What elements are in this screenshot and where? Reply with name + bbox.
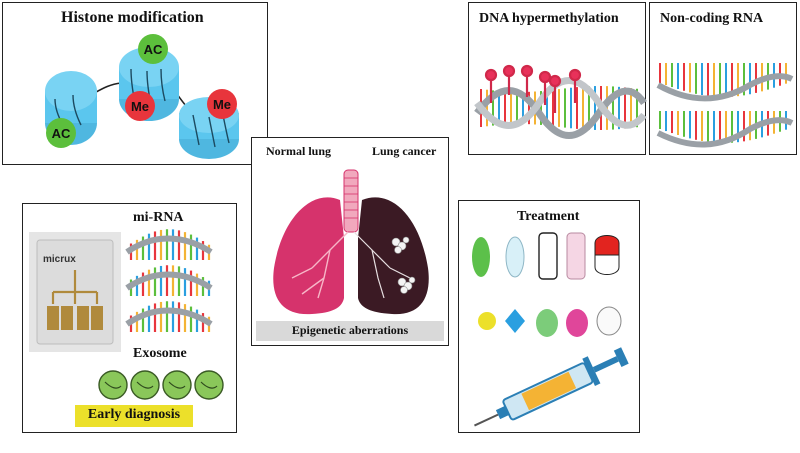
methyl-label: Me	[131, 99, 149, 114]
noncoding-rna-panel: Non-coding RNA	[649, 2, 797, 155]
lung-cancer-label: Lung cancer	[372, 144, 437, 158]
methyl-mark-right: Me	[207, 89, 237, 119]
acetyl-mark-top: AC	[138, 34, 168, 64]
pill-icon	[505, 309, 525, 333]
early-diagnosis-badge: Early diagnosis	[75, 405, 193, 427]
exosome-title: Exosome	[133, 346, 187, 361]
dna-helix-icon	[474, 64, 647, 139]
exosome-icon	[162, 370, 192, 400]
nucleosome-diagram: AC Me Me AC	[45, 34, 239, 159]
normal-lung-label: Normal lung	[266, 144, 332, 158]
pill-icon	[478, 312, 496, 330]
dna-methylation-title: DNA hypermethylation	[479, 11, 619, 26]
methyl-mark-center: Me	[125, 91, 155, 121]
histone-title: Histone modification	[61, 9, 204, 26]
exosome-icon	[130, 370, 160, 400]
histone-modification-panel: Histone modification	[2, 2, 268, 165]
early-diagnosis-label: Early diagnosis	[87, 407, 181, 422]
lung-cancer-shape	[358, 197, 429, 315]
pill-icon	[596, 306, 622, 336]
pill-icon	[472, 237, 490, 277]
exosome-icon	[98, 370, 128, 400]
mirna-strands	[125, 229, 213, 332]
acetyl-mark-bottom: AC	[46, 118, 76, 148]
capsule-icon	[538, 232, 558, 280]
acetyl-label: AC	[144, 42, 163, 57]
chip-label: micrux	[43, 254, 76, 265]
pill-icon	[536, 309, 558, 337]
microfluidic-chip-icon: micrux	[29, 232, 121, 352]
epigenetic-caption-bar: Epigenetic aberrations	[256, 321, 444, 341]
mirna-title: mi-RNA	[133, 210, 184, 225]
pill-icon	[505, 236, 525, 278]
lungs-icon	[273, 169, 429, 315]
treatment-drugs	[472, 232, 629, 427]
rna-strand-icon	[656, 63, 794, 148]
syringe-icon	[474, 347, 629, 427]
treatment-panel: Treatment	[458, 200, 640, 433]
noncoding-rna-title: Non-coding RNA	[660, 11, 764, 26]
epigenetic-caption: Epigenetic aberrations	[291, 323, 409, 337]
treatment-title: Treatment	[517, 209, 580, 224]
lung-panel: Normal lung Lung cancer	[251, 137, 449, 346]
normal-lung-shape	[273, 197, 344, 315]
dna-hypermethylation-panel: DNA hypermethylation	[468, 2, 647, 155]
capsule-icon	[594, 235, 620, 256]
exosome-row	[98, 370, 224, 400]
exosome-icon	[194, 370, 224, 400]
acetyl-label: AC	[52, 126, 71, 141]
methyl-label: Me	[213, 97, 231, 112]
capsule-icon	[566, 232, 586, 280]
diagnosis-panel: mi-RNA micrux Exosome	[22, 203, 237, 433]
pill-icon	[566, 309, 588, 337]
